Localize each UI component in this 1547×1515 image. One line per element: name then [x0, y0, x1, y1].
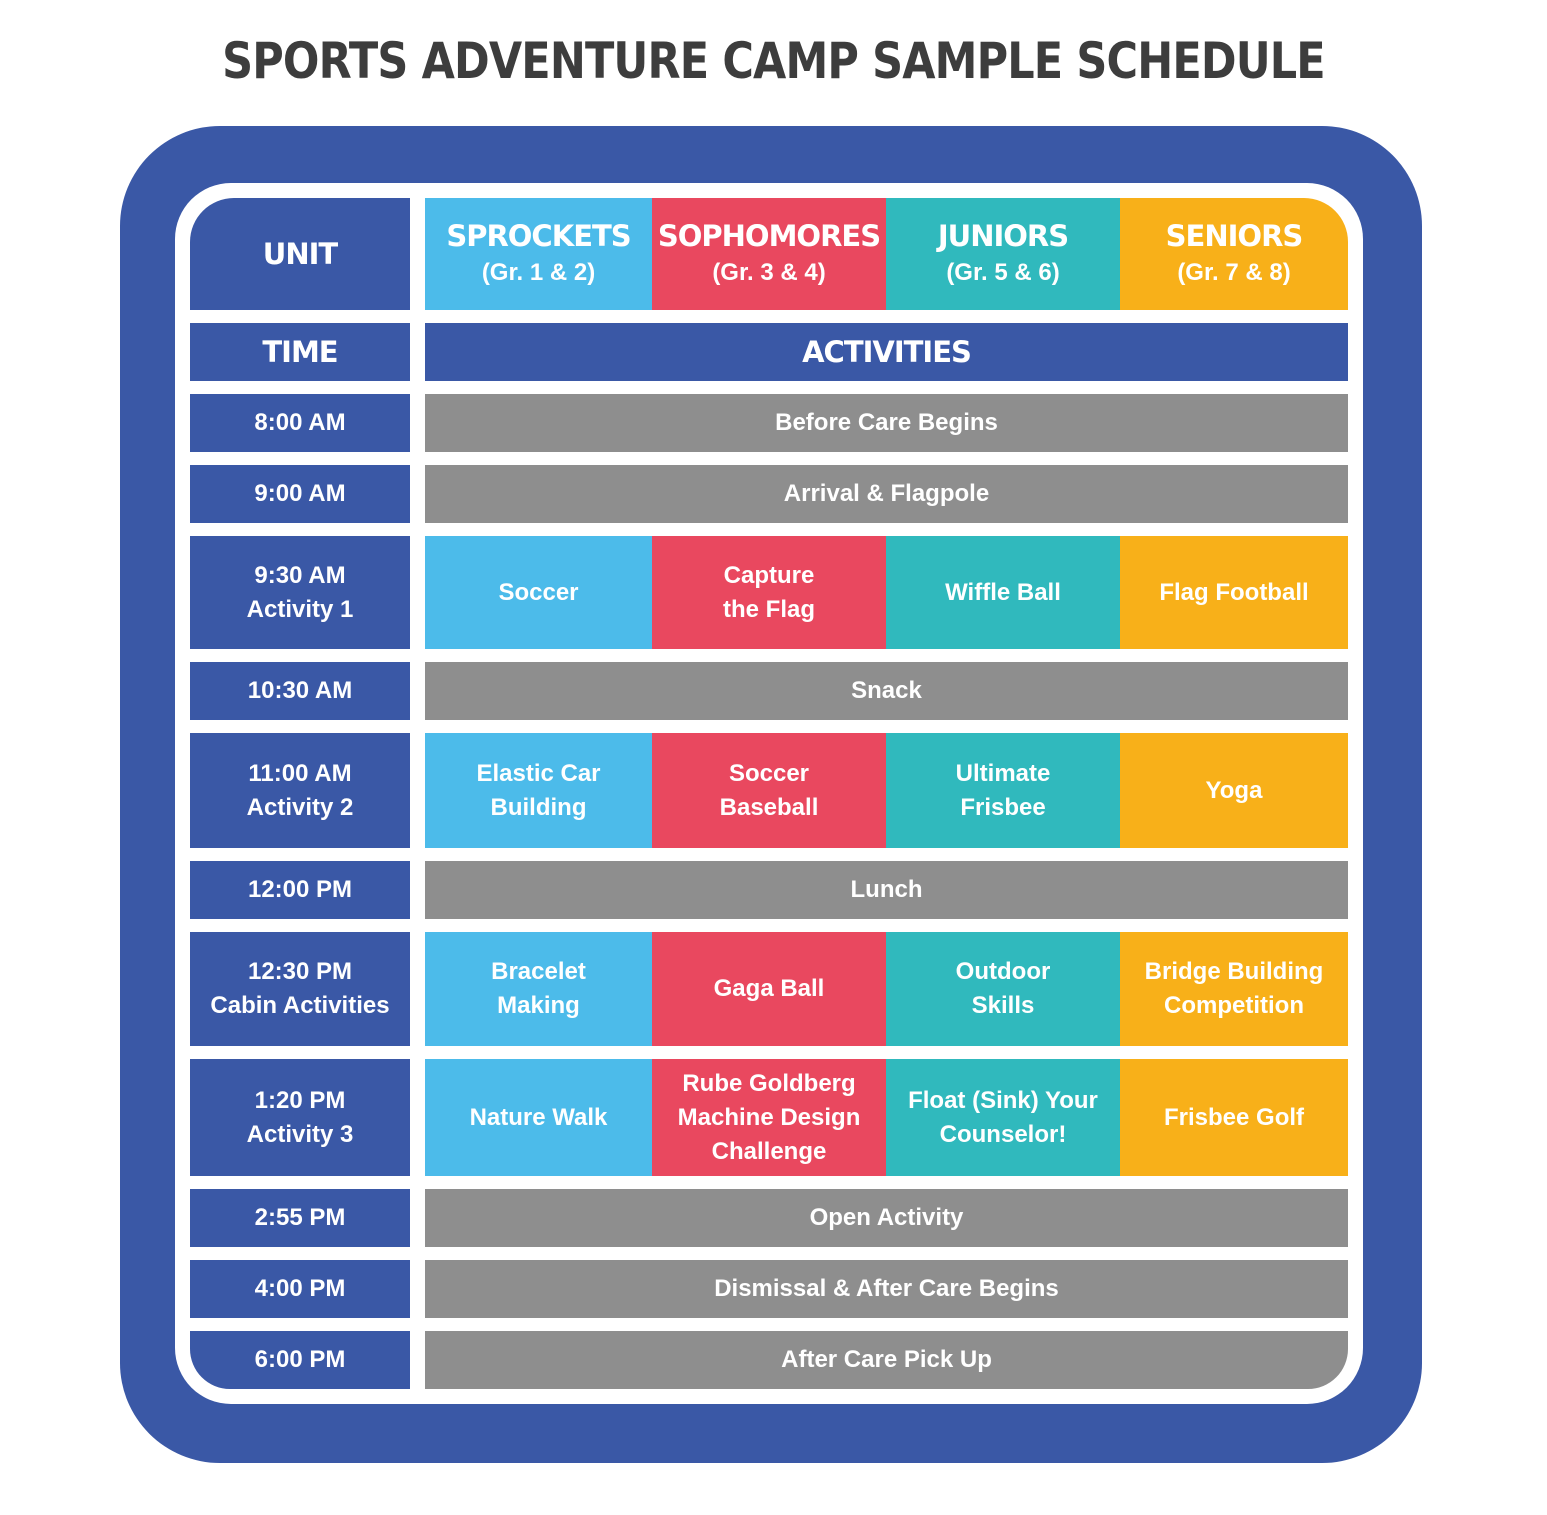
time-cell: 4:00 PM: [190, 1260, 410, 1318]
activity-cell-seniors: Frisbee Golf: [1120, 1059, 1348, 1176]
shared-activity-cell: After Care Pick Up: [425, 1331, 1348, 1389]
unit-header-juniors: JUNIORS (Gr. 5 & 6): [886, 198, 1120, 310]
unit-grades-seniors: (Gr. 7 & 8): [1177, 259, 1291, 286]
shared-activity-label: After Care Pick Up: [781, 1346, 992, 1373]
shared-activity-label: Before Care Begins: [775, 409, 998, 436]
shared-activity-cell: Dismissal & After Care Begins: [425, 1260, 1348, 1318]
activity-label: Ultimate Frisbee: [955, 759, 1051, 821]
time-label: 10:30 AM: [247, 677, 353, 704]
shared-activity-label: Open Activity: [809, 1204, 964, 1231]
unit-grades-sophomores: (Gr. 3 & 4): [712, 259, 826, 286]
activity-cell-sprockets: Bracelet Making: [425, 932, 652, 1046]
shared-activity-label: Arrival & Flagpole: [783, 480, 990, 507]
shared-activity-cell: Open Activity: [425, 1189, 1348, 1247]
unit-header-sprockets: SPROCKETS (Gr. 1 & 2): [425, 198, 652, 310]
unit-header-sophomores: SOPHOMORES (Gr. 3 & 4): [652, 198, 886, 310]
shared-activity-label: Lunch: [850, 876, 923, 903]
time-label: 9:30 AM Activity 1: [246, 561, 354, 623]
unit-name-sophomores: SOPHOMORES: [657, 219, 881, 253]
time-label: 1:20 PM Activity 3: [246, 1086, 354, 1148]
time-label: 4:00 PM: [254, 1275, 346, 1302]
page-title: SPORTS ADVENTURE CAMP SAMPLE SCHEDULE: [222, 32, 1326, 90]
time-cell: 11:00 AM Activity 2: [190, 733, 410, 848]
shared-activity-cell: Lunch: [425, 861, 1348, 919]
activity-label: Outdoor Skills: [955, 958, 1051, 1019]
time-label: 12:30 PM Cabin Activities: [210, 958, 390, 1019]
activity-cell-sophomores: Capture the Flag: [652, 536, 886, 649]
time-cell: 1:20 PM Activity 3: [190, 1059, 410, 1176]
activity-label: Gaga Ball: [713, 975, 825, 1002]
shared-activity-label: Snack: [851, 677, 922, 704]
shared-activity-cell: Arrival & Flagpole: [425, 465, 1348, 523]
activity-cell-seniors: Flag Football: [1120, 536, 1348, 649]
activity-cell-sophomores: Rube Goldberg Machine Design Challenge: [652, 1059, 886, 1176]
shared-activity-cell: Before Care Begins: [425, 394, 1348, 452]
activity-cell-sprockets: Nature Walk: [425, 1059, 652, 1176]
time-cell: 12:30 PM Cabin Activities: [190, 932, 410, 1046]
time-label: 2:55 PM: [254, 1204, 346, 1231]
activity-cell-sophomores: Soccer Baseball: [652, 733, 886, 848]
time-header-label: TIME: [262, 335, 338, 369]
time-cell: 2:55 PM: [190, 1189, 410, 1247]
activities-header: ACTIVITIES: [425, 323, 1348, 381]
time-cell: 9:00 AM: [190, 465, 410, 523]
unit-header: UNIT: [190, 198, 410, 310]
activity-cell-juniors: Ultimate Frisbee: [886, 733, 1120, 848]
time-cell: 8:00 AM: [190, 394, 410, 452]
activity-label: Frisbee Golf: [1163, 1103, 1305, 1131]
unit-grades-sprockets: (Gr. 1 & 2): [481, 259, 596, 286]
time-cell: 9:30 AM Activity 1: [190, 536, 410, 649]
activity-cell-juniors: Outdoor Skills: [886, 932, 1120, 1046]
activity-cell-seniors: Yoga: [1120, 733, 1348, 848]
activity-label: Bracelet Making: [491, 958, 586, 1019]
activity-label: Elastic Car Building: [476, 759, 601, 821]
unit-grades-juniors: (Gr. 5 & 6): [946, 259, 1060, 286]
unit-name-sprockets: SPROCKETS: [446, 219, 631, 253]
time-cell: 12:00 PM: [190, 861, 410, 919]
time-header: TIME: [190, 323, 410, 381]
activity-label: Soccer Baseball: [719, 759, 819, 821]
activity-label: Yoga: [1205, 776, 1263, 804]
time-label: 12:00 PM: [247, 876, 353, 903]
time-label: 9:00 AM: [254, 480, 346, 507]
shared-activity-cell: Snack: [425, 662, 1348, 720]
activity-label: Nature Walk: [469, 1103, 608, 1131]
time-label: 6:00 PM: [254, 1346, 346, 1373]
activity-cell-seniors: Bridge Building Competition: [1120, 932, 1348, 1046]
time-label: 8:00 AM: [254, 409, 346, 436]
activity-label: Capture the Flag: [722, 561, 815, 623]
activity-label: Bridge Building Competition: [1144, 958, 1324, 1019]
unit-header-label: UNIT: [262, 237, 338, 271]
time-cell: 10:30 AM: [190, 662, 410, 720]
activities-header-label: ACTIVITIES: [802, 335, 972, 369]
unit-name-juniors: JUNIORS: [937, 219, 1069, 253]
activity-cell-sprockets: Soccer: [425, 536, 652, 649]
shared-activity-label: Dismissal & After Care Begins: [714, 1275, 1059, 1302]
activity-label: Float (Sink) Your Counselor!: [908, 1086, 1098, 1148]
activity-label: Rube Goldberg Machine Design Challenge: [677, 1069, 861, 1165]
unit-header-seniors: SENIORS (Gr. 7 & 8): [1120, 198, 1348, 310]
activity-label: Wiffle Ball: [945, 578, 1061, 606]
activity-cell-sprockets: Elastic Car Building: [425, 733, 652, 848]
unit-name-seniors: SENIORS: [1165, 219, 1304, 253]
activity-label: Flag Football: [1159, 578, 1309, 606]
activity-label: Soccer: [498, 578, 579, 606]
activity-cell-sophomores: Gaga Ball: [652, 932, 886, 1046]
time-cell: 6:00 PM: [190, 1331, 410, 1389]
activity-cell-juniors: Wiffle Ball: [886, 536, 1120, 649]
time-label: 11:00 AM Activity 2: [246, 759, 354, 821]
activity-cell-juniors: Float (Sink) Your Counselor!: [886, 1059, 1120, 1176]
